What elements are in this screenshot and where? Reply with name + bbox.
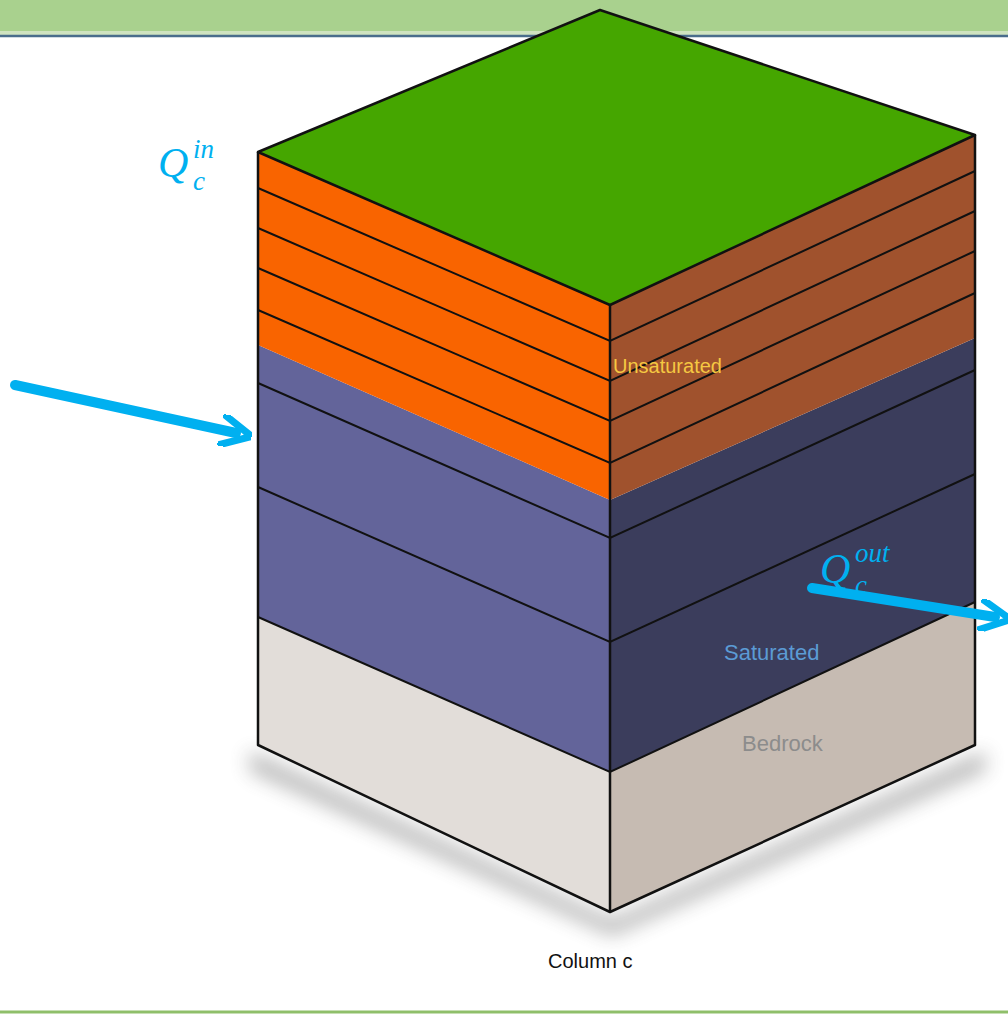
flow-superscript: in bbox=[193, 136, 214, 163]
inflow-arrow bbox=[15, 385, 236, 433]
header-band bbox=[0, 0, 1008, 31]
layer-label: Unsaturated bbox=[613, 356, 722, 376]
layer-label: Saturated bbox=[724, 642, 819, 664]
flow-symbol: Q bbox=[820, 548, 850, 590]
flow-subscript: c bbox=[855, 572, 867, 599]
cube-outline bbox=[258, 135, 975, 912]
footer-rule bbox=[0, 1011, 1008, 1014]
header-rule bbox=[0, 35, 1008, 38]
flow-symbol: Q bbox=[158, 142, 188, 184]
header-band bbox=[0, 31, 1008, 35]
layer-label: Bedrock bbox=[742, 733, 823, 755]
outflow-arrow bbox=[812, 588, 995, 617]
flow-subscript: c bbox=[193, 168, 205, 195]
layer-lines bbox=[258, 171, 975, 772]
caption-label: Column c bbox=[548, 951, 632, 971]
flow-superscript: out bbox=[855, 540, 890, 567]
